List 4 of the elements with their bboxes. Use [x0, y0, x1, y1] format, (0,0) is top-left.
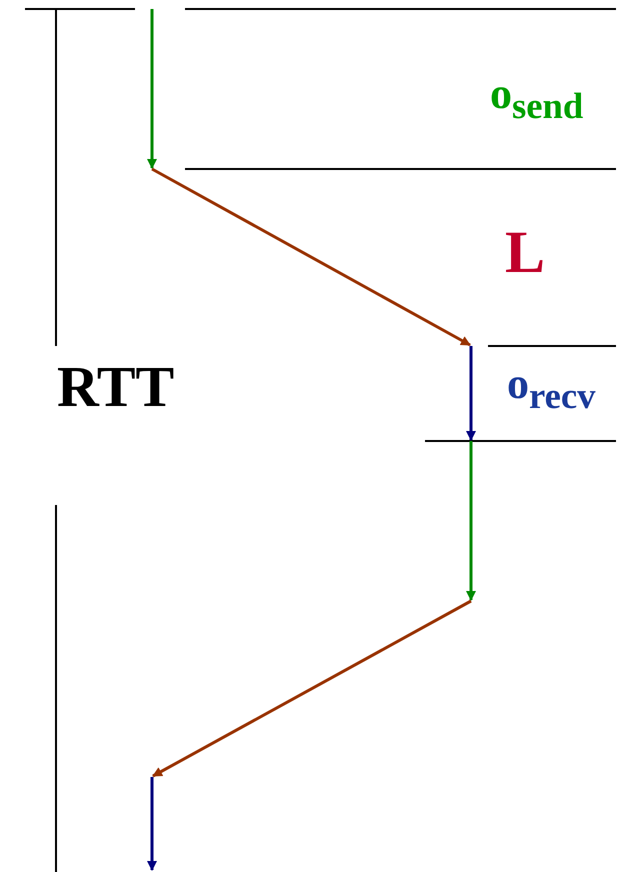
- rtt-label: RTT: [57, 358, 174, 416]
- overhead-label: o$_{recv}$: [507, 362, 596, 414]
- overhead-label: o$_{send}$: [490, 72, 584, 124]
- latency-label: L: [505, 222, 546, 282]
